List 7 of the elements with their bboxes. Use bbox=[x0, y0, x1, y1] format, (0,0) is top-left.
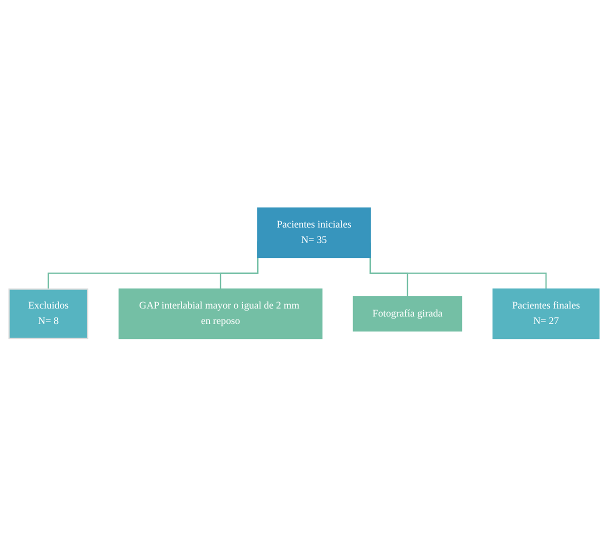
node-box bbox=[492, 288, 600, 340]
node-box bbox=[8, 288, 88, 340]
node-box bbox=[257, 208, 371, 258]
flowchart: Pacientes iniciales N= 35 Excluidos N= 8 GAP interlabial mayor o igual de 2 mm en reposo Fotografía girada Pacientes finales N= 27 bbox=[4, 203, 604, 344]
node-box bbox=[118, 288, 322, 340]
node-box bbox=[352, 296, 462, 332]
connector bbox=[220, 257, 258, 290]
